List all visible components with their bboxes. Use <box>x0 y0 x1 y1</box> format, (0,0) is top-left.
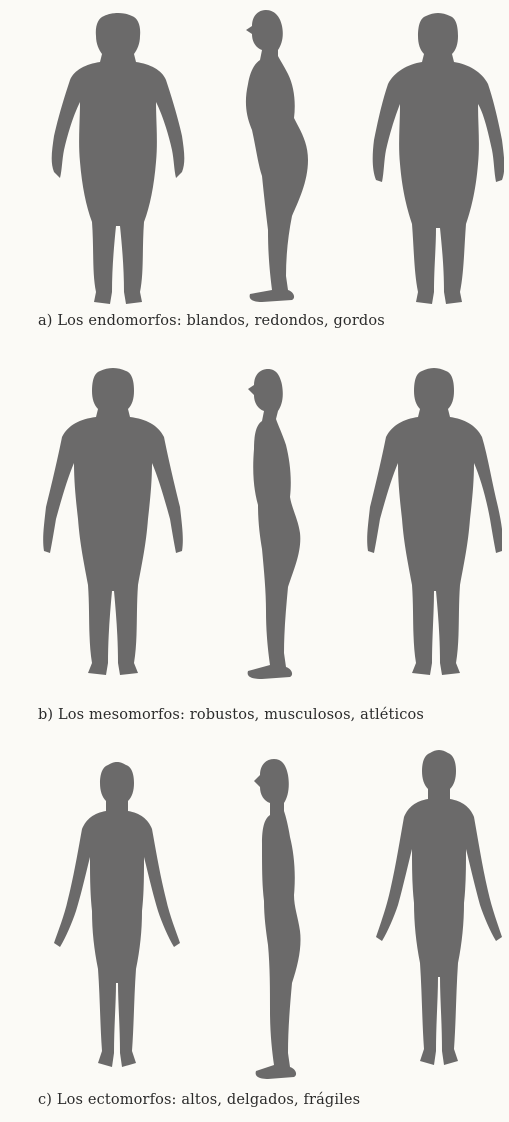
mesomorph-side-figure <box>228 365 318 685</box>
endomorph-side-figure <box>222 6 322 306</box>
row-ectomorphs: c) Los ectomorfos: altos, delgados, frág… <box>0 735 509 1122</box>
row-endomorphs: a) Los endomorfos: blandos, redondos, go… <box>0 0 509 345</box>
endomorph-back-figure <box>364 10 504 310</box>
caption-endomorphs: a) Los endomorfos: blandos, redondos, go… <box>38 313 385 329</box>
ectomorph-side-figure <box>240 755 320 1085</box>
caption-ectomorphs: c) Los ectomorfos: altos, delgados, frág… <box>38 1092 360 1108</box>
ectomorph-back-figure <box>368 749 508 1079</box>
mesomorph-back-figure <box>362 367 502 687</box>
mesomorph-front-figure <box>36 367 186 687</box>
ectomorph-front-figure <box>46 761 186 1081</box>
caption-mesomorphs: b) Los mesomorfos: robustos, musculosos,… <box>38 707 424 723</box>
endomorph-front-figure <box>40 10 190 310</box>
row-mesomorphs: b) Los mesomorfos: robustos, musculosos,… <box>0 345 509 735</box>
